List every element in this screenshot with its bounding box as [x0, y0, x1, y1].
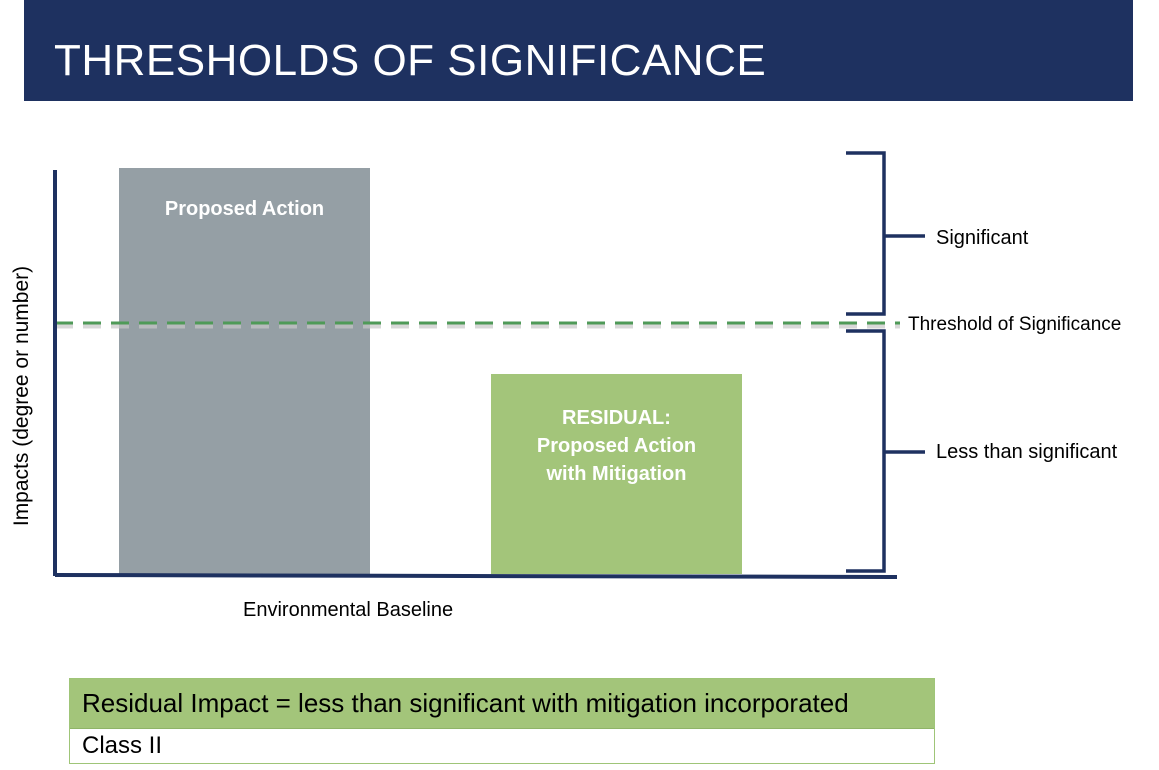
bar-label-residual-line-3: with Mitigation [546, 463, 687, 485]
x-axis [54, 573, 898, 579]
title-bar: THRESHOLDS OF SIGNIFICANCE [24, 0, 1133, 101]
bar-label-residual-line-1: RESIDUAL: [562, 407, 671, 429]
bracket-significant [846, 151, 925, 316]
y-axis-label: Impacts (degree or number) [10, 265, 33, 527]
bar-proposed-action [119, 168, 370, 574]
page-title: THRESHOLDS OF SIGNIFICANCE [54, 36, 767, 85]
label-threshold: Threshold of Significance [908, 314, 1122, 335]
bar-label-proposed-action: Proposed Action [164, 198, 325, 220]
summary-header: Residual Impact = less than significant … [70, 679, 934, 729]
label-significant: Significant [936, 227, 1029, 249]
summary-row: Class II [70, 729, 934, 763]
summary-table: Residual Impact = less than significant … [69, 678, 935, 764]
label-less-than-significant: Less than significant [936, 441, 1118, 463]
bar-label-residual: RESIDUAL: Proposed Action with Mitigatio… [491, 404, 742, 488]
bracket-less-than-significant [846, 329, 925, 573]
x-axis-label: Environmental Baseline [243, 599, 454, 621]
bar-label-residual-line-2: Proposed Action [536, 435, 697, 457]
bar-residual [491, 374, 742, 574]
